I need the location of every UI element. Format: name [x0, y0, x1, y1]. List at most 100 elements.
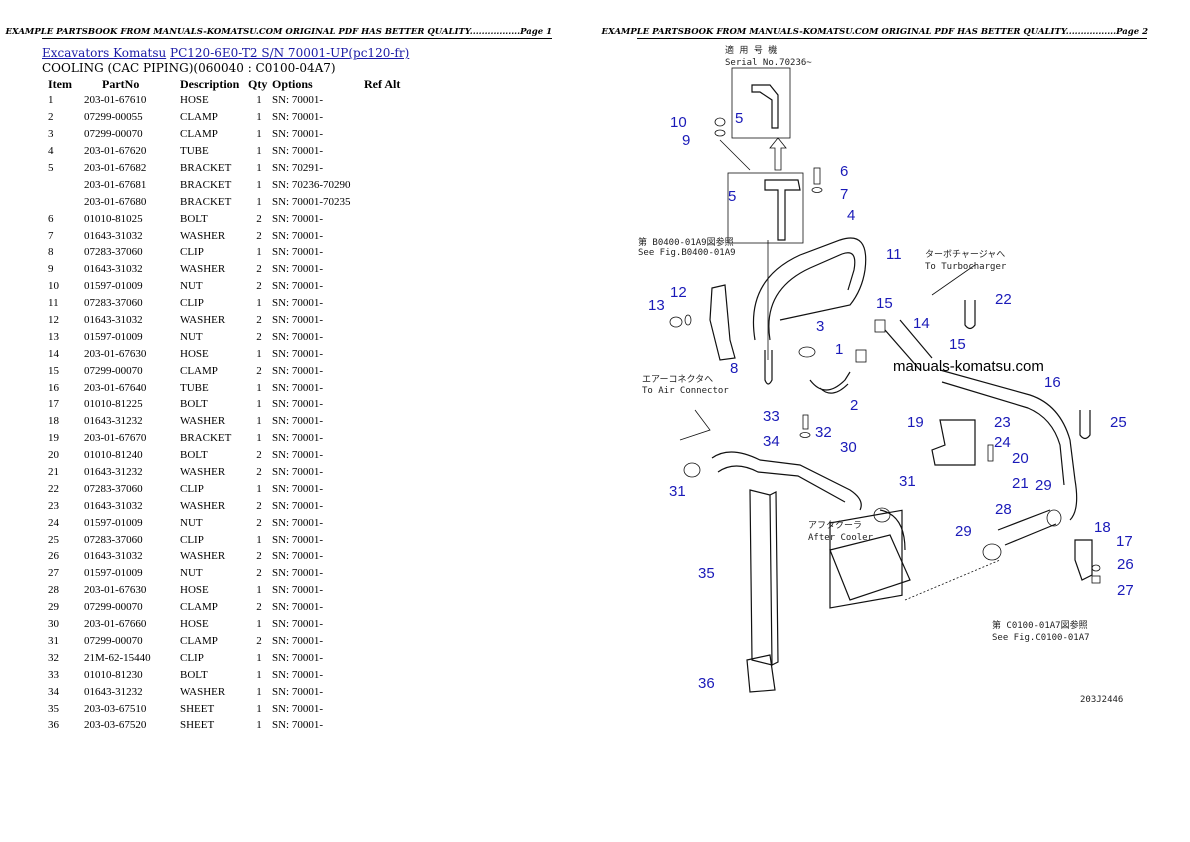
cell-partno: 01597-01009 [84, 280, 143, 293]
ref-b0400: See Fig.B0400-01A9 [638, 248, 736, 258]
page-header-left: EXAMPLE PARTSBOOK FROM MANUALS-KOMATSU.C… [5, 27, 552, 37]
cell-partno: 203-01-67681 [84, 178, 147, 191]
cell-qty: 1 [256, 111, 262, 124]
callout-21: 21 [1012, 475, 1029, 492]
cell-options: SN: 70001- [272, 280, 324, 293]
cell-ref-alt [364, 683, 414, 700]
column-header-item: Item [48, 77, 72, 91]
cell-qty: 2 [256, 567, 262, 580]
cell-options: SN: 70001- [272, 702, 324, 715]
cell-qty: 2 [256, 280, 262, 293]
column-header-partno: PartNo [102, 77, 140, 91]
cell-options: SN: 70001- [272, 668, 324, 681]
callout-35: 35 [698, 565, 715, 582]
cell-description: CLIP [180, 297, 204, 310]
cell-options: SN: 70001- [272, 432, 324, 445]
hose-28 [997, 509, 1057, 546]
ref-b0400-jp: 第 B0400-01A9図参照 [638, 236, 734, 248]
cell-ref-alt [364, 531, 414, 548]
callout-13: 13 [648, 297, 665, 314]
cell-options: SN: 70001- [272, 449, 324, 462]
callout-34: 34 [763, 433, 780, 450]
breadcrumb-link-excavators[interactable]: Excavators Komatsu [42, 46, 167, 60]
bolt-6 [813, 167, 821, 185]
callout-8: 8 [730, 360, 738, 377]
cell-partno: 07299-00070 [84, 364, 143, 377]
cell-ref-alt [364, 430, 414, 447]
tube-4-inner [768, 252, 856, 341]
cell-item: 17 [48, 398, 59, 411]
cell-description: HOSE [180, 618, 209, 631]
callout-9: 9 [682, 132, 690, 149]
cell-options: SN: 70001- [272, 314, 324, 327]
cell-qty: 2 [256, 229, 262, 242]
cell-item: 25 [48, 533, 59, 546]
cell-item: 28 [48, 584, 59, 597]
callout-20: 20 [1012, 450, 1029, 467]
cell-qty: 1 [256, 145, 262, 158]
callout-5: 5 [728, 188, 736, 205]
page-subtitle: COOLING (CAC PIPING)(060040 : C0100-04A7… [42, 61, 336, 75]
cell-ref-alt [364, 666, 414, 683]
cell-qty: 1 [256, 415, 262, 428]
cell-options: SN: 70001- [272, 145, 324, 158]
tube-4 [752, 237, 867, 341]
aftercooler-label: After Cooler [808, 533, 874, 543]
cell-item: 32 [48, 651, 59, 664]
cell-partno: 01643-31032 [84, 229, 143, 242]
cell-item: 34 [48, 685, 59, 698]
washer-9 [714, 129, 726, 137]
cell-item: 35 [48, 702, 59, 715]
cell-partno: 01643-31032 [84, 314, 143, 327]
air-connector: To Air Connector [642, 386, 729, 396]
header-rule-left [42, 38, 552, 39]
cell-options: SN: 70001- [272, 550, 324, 563]
callout-11: 11 [886, 246, 902, 263]
centerline [904, 559, 1001, 601]
cell-description: BOLT [180, 212, 208, 225]
cell-options: SN: 70001- [272, 516, 324, 529]
cell-ref-alt [364, 193, 414, 210]
cell-partno: 203-01-67670 [84, 432, 147, 445]
cell-partno: 07299-00070 [84, 128, 143, 141]
cell-ref-alt [364, 210, 414, 227]
nut-10 [714, 117, 726, 127]
cell-item [42, 176, 84, 193]
bracket-19 [931, 419, 976, 466]
page-header-right: EXAMPLE PARTSBOOK FROM MANUALS-KOMATSU.C… [601, 27, 1148, 37]
cell-description: NUT [180, 516, 203, 529]
breadcrumb-link-model[interactable]: PC120-6E0-T2 S/N 70001-UP(pc120-fr) [170, 46, 410, 60]
cell-ref-alt [364, 548, 414, 565]
tube-16 [939, 369, 1078, 521]
cell-ref-alt [364, 227, 414, 244]
bracket-inset-box [727, 172, 804, 244]
ref-c0100-jp: 第 C0100-01A7図参照 [992, 619, 1088, 631]
callout-group: 10 9 5 6 7 5 4 11 13 12 15 14 3 1 22 15 … [648, 110, 1134, 692]
cell-ref-alt [364, 160, 414, 177]
cell-options: SN: 70001- [272, 499, 324, 512]
aftercooler-core [829, 509, 903, 609]
callout-22: 22 [995, 291, 1012, 308]
air-connector-jp: エアーコネクタへ [642, 374, 713, 385]
cell-partno: 203-01-67620 [84, 145, 147, 158]
cell-item: 19 [48, 432, 59, 445]
air-arrow [679, 409, 711, 441]
cell-qty: 2 [256, 550, 262, 563]
cell-options: SN: 70001- [272, 229, 324, 242]
cell-item: 10 [48, 280, 59, 293]
cell-options: SN: 70001- [272, 128, 324, 141]
cell-description: HOSE [180, 94, 209, 107]
column-header-options: Options [272, 77, 313, 91]
cell-partno: 07299-00070 [84, 601, 143, 614]
cell-qty: 1 [256, 398, 262, 411]
bracket-18 [1074, 539, 1093, 581]
callout-24: 24 [994, 434, 1011, 451]
